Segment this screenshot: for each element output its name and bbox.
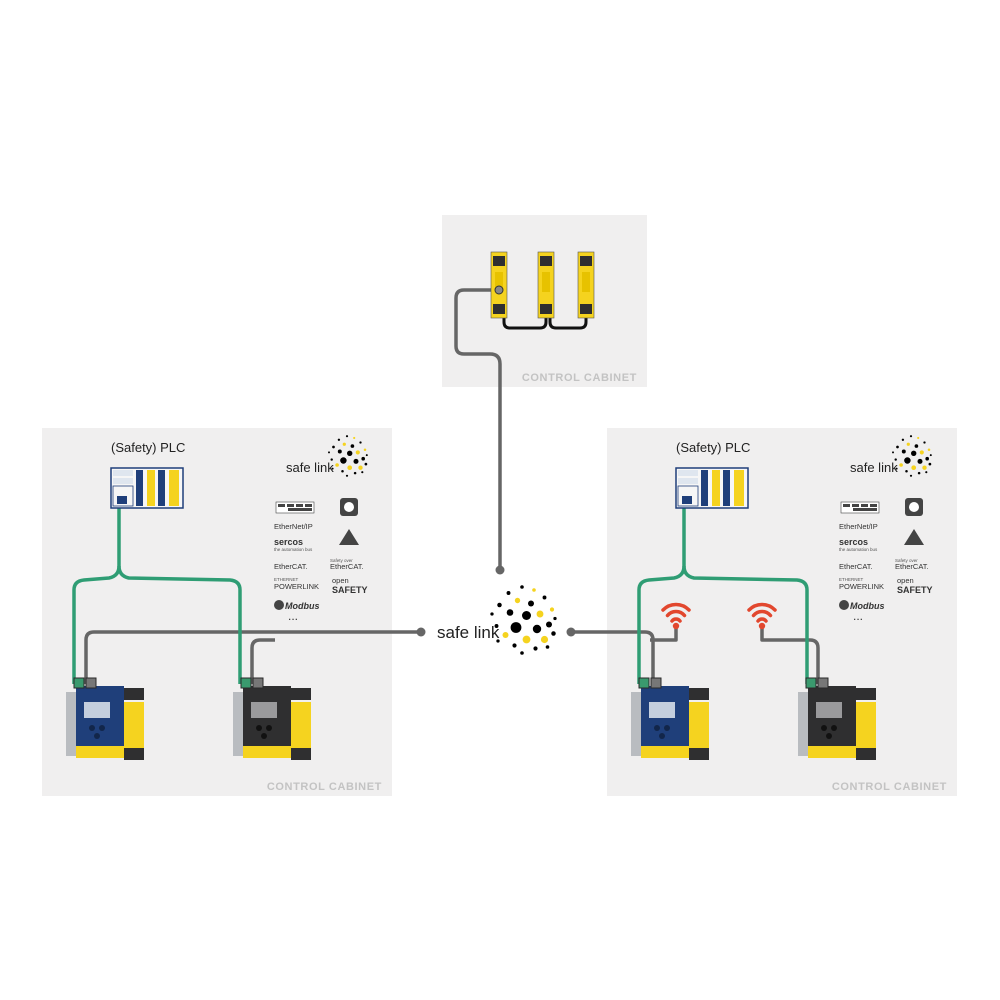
safe-link-wires	[84, 288, 820, 684]
cabinet-right-label: CONTROL CABINET	[832, 781, 947, 793]
wire-node-top	[495, 565, 505, 575]
open-label: open	[332, 576, 349, 585]
open-label: open	[897, 576, 914, 585]
left-safety-plc	[110, 467, 184, 509]
right-plc-label: (Safety) PLC	[676, 440, 750, 455]
wire-node-right	[566, 627, 576, 637]
safe-link-dots-icon	[490, 585, 557, 655]
safety-label: SAFETY	[897, 585, 933, 595]
ethernet-ip-label: EtherNet/IP	[839, 522, 878, 531]
cabinet-left-label: CONTROL CABINET	[267, 781, 382, 793]
ethercat-label: EtherCAT.	[839, 562, 873, 571]
more-protocols-ellipsis: ...	[288, 609, 298, 623]
more-protocols-ellipsis: ...	[853, 609, 863, 623]
sercos-label: sercos	[274, 537, 303, 547]
right-device-blue	[630, 677, 710, 761]
wire-node-left	[416, 627, 426, 637]
right-safe-link-label: safe link	[850, 460, 898, 475]
relay-module-3	[577, 251, 595, 319]
cabinet-top-label: CONTROL CABINET	[522, 372, 637, 384]
center-safe-link-label: safe link	[437, 623, 500, 642]
modbus-icon	[839, 600, 849, 610]
safety-label: SAFETY	[332, 585, 368, 595]
modbus-icon	[274, 600, 284, 610]
safety-triangle-icon	[904, 529, 924, 545]
left-device-dark	[232, 677, 312, 761]
relay-module-2	[537, 251, 555, 319]
profinet-logo	[840, 501, 880, 514]
sercos-sub-label: the automation bus	[839, 547, 878, 552]
powerlink-label: POWERLINK	[274, 582, 319, 591]
powerlink-pre-label: ETHERNET	[274, 577, 299, 582]
modbus-label: Modbus	[850, 601, 885, 611]
safety-over-label: Safety over	[895, 558, 918, 563]
sercos-label: sercos	[839, 537, 868, 547]
fieldbus-wires	[72, 506, 809, 684]
modbus-label: Modbus	[285, 601, 320, 611]
powerlink-label: POWERLINK	[839, 582, 884, 591]
left-protocol-logos: EtherNet/IP sercos the automation bus Et…	[274, 498, 368, 623]
relay-modules	[490, 251, 595, 330]
relay-module-1	[490, 251, 508, 319]
ethercat-label: EtherCAT.	[274, 562, 308, 571]
right-protocol-logos: EtherNet/IP sercos the automation bus Et…	[839, 498, 933, 623]
ethernet-ip-label: EtherNet/IP	[274, 522, 313, 531]
ethercat-safety-label: EtherCAT.	[895, 562, 929, 571]
profinet-logo	[275, 501, 315, 514]
left-device-blue	[65, 677, 145, 761]
safety-over-label: Safety over	[330, 558, 353, 563]
right-safety-plc	[675, 467, 749, 509]
ethercat-safety-label: EtherCAT.	[330, 562, 364, 571]
safety-triangle-icon	[339, 529, 359, 545]
left-plc-label: (Safety) PLC	[111, 440, 185, 455]
right-device-dark	[797, 677, 877, 761]
left-safe-link-label: safe link	[286, 460, 334, 475]
sercos-sub-label: the automation bus	[274, 547, 313, 552]
powerlink-pre-label: ETHERNET	[839, 577, 864, 582]
